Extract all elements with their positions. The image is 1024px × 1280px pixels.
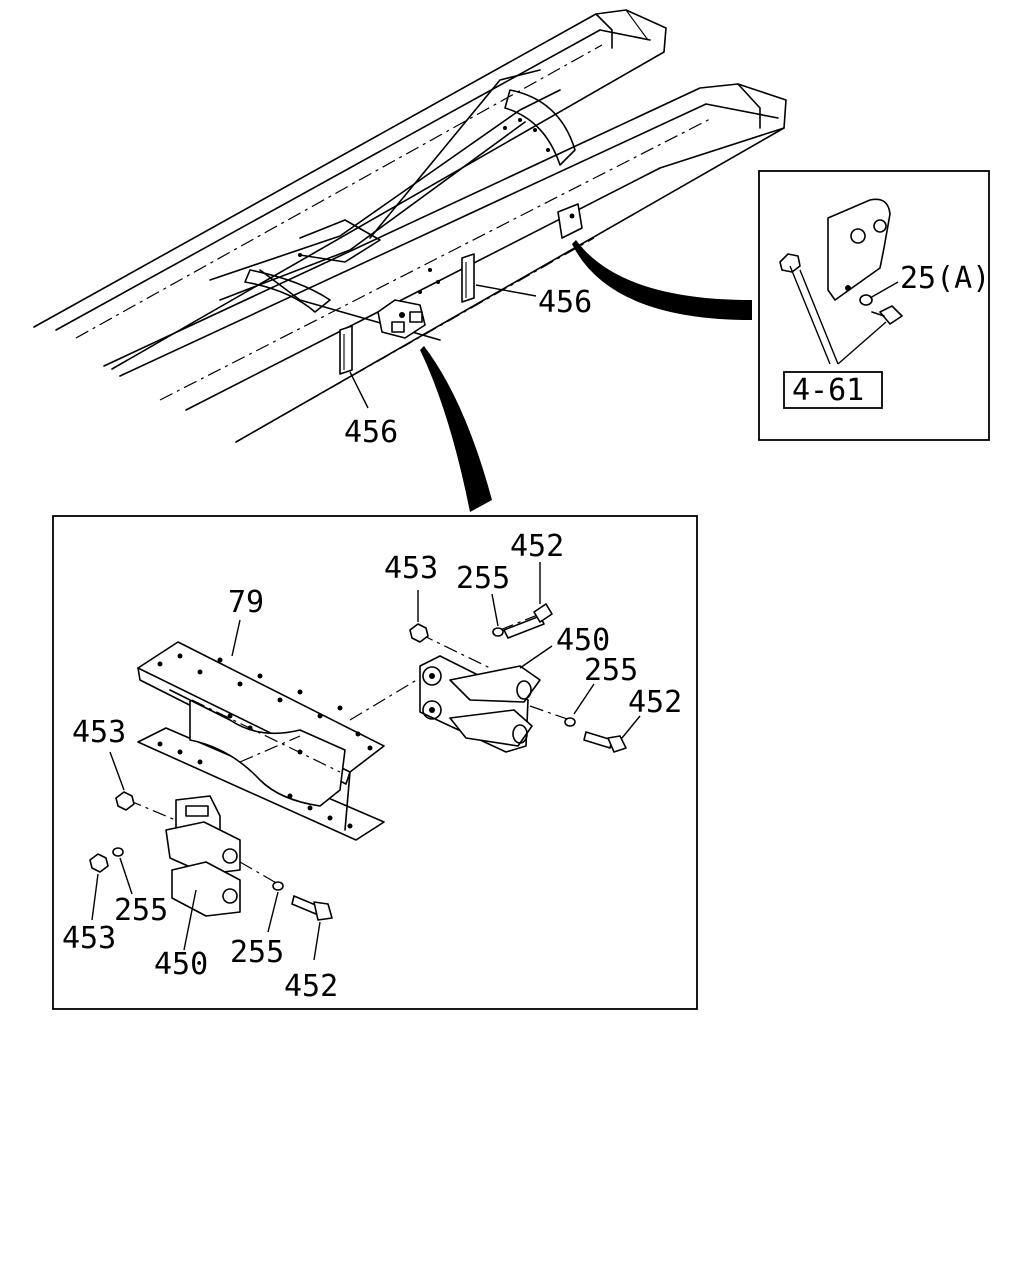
- mount-bracket-small: [377, 299, 426, 339]
- washer-255-lower-b: [272, 881, 284, 891]
- bolt-452-upper-a: [503, 562, 553, 639]
- bracket-detail-small: [557, 203, 583, 239]
- callout-452-lower: 452: [284, 969, 338, 1004]
- insert-456-right: [461, 253, 475, 303]
- callout-453-lower-b: 453: [62, 921, 116, 956]
- reference-4-61: 4-61: [792, 373, 864, 408]
- insert-456-left: [339, 325, 353, 375]
- nut-453-lower-b: [89, 853, 109, 873]
- nut-453-lower-a: [115, 791, 135, 811]
- detail-box-4-61: [758, 170, 990, 441]
- truck-frame: [33, 9, 787, 443]
- detail-arrow-right: [572, 240, 752, 320]
- callout-450-upper: 450: [556, 623, 610, 658]
- crossmember-holes: [157, 653, 373, 829]
- callout-452-upper-b: 452: [628, 685, 682, 720]
- callout-255-lower-a: 255: [114, 893, 168, 928]
- callout-255-upper-a: 255: [456, 561, 510, 596]
- frame-holes: [298, 118, 550, 294]
- callout-25A: 25(A): [900, 261, 990, 296]
- callout-79: 79: [228, 585, 264, 620]
- callout-450-lower: 450: [154, 947, 208, 982]
- washer-255-lower-a: [112, 847, 124, 857]
- detail-box-crossmember: [52, 515, 698, 1010]
- mount-450-lower: [165, 795, 241, 951]
- callout-456-right: 456: [538, 285, 592, 320]
- callout-255-upper-b: 255: [584, 653, 638, 688]
- washer-255-upper-a: [492, 627, 504, 637]
- crossmember-79: [137, 641, 385, 841]
- bolt-452-lower: [291, 895, 333, 961]
- nut-453-upper: [409, 623, 429, 643]
- bolt-452-upper-b: [583, 715, 641, 753]
- detail-arrow-down: [420, 346, 492, 512]
- washer-255-upper-b: [564, 717, 576, 727]
- mount-450-upper: [419, 645, 553, 753]
- callout-255-lower-b: 255: [230, 935, 284, 970]
- callout-453-lower-a: 453: [72, 715, 126, 750]
- bolt-detail: [871, 305, 903, 325]
- nut-detail: [779, 253, 801, 273]
- callout-452-upper-a: 452: [510, 529, 564, 564]
- callout-453-upper: 453: [384, 551, 438, 586]
- callout-456-left: 456: [344, 415, 398, 450]
